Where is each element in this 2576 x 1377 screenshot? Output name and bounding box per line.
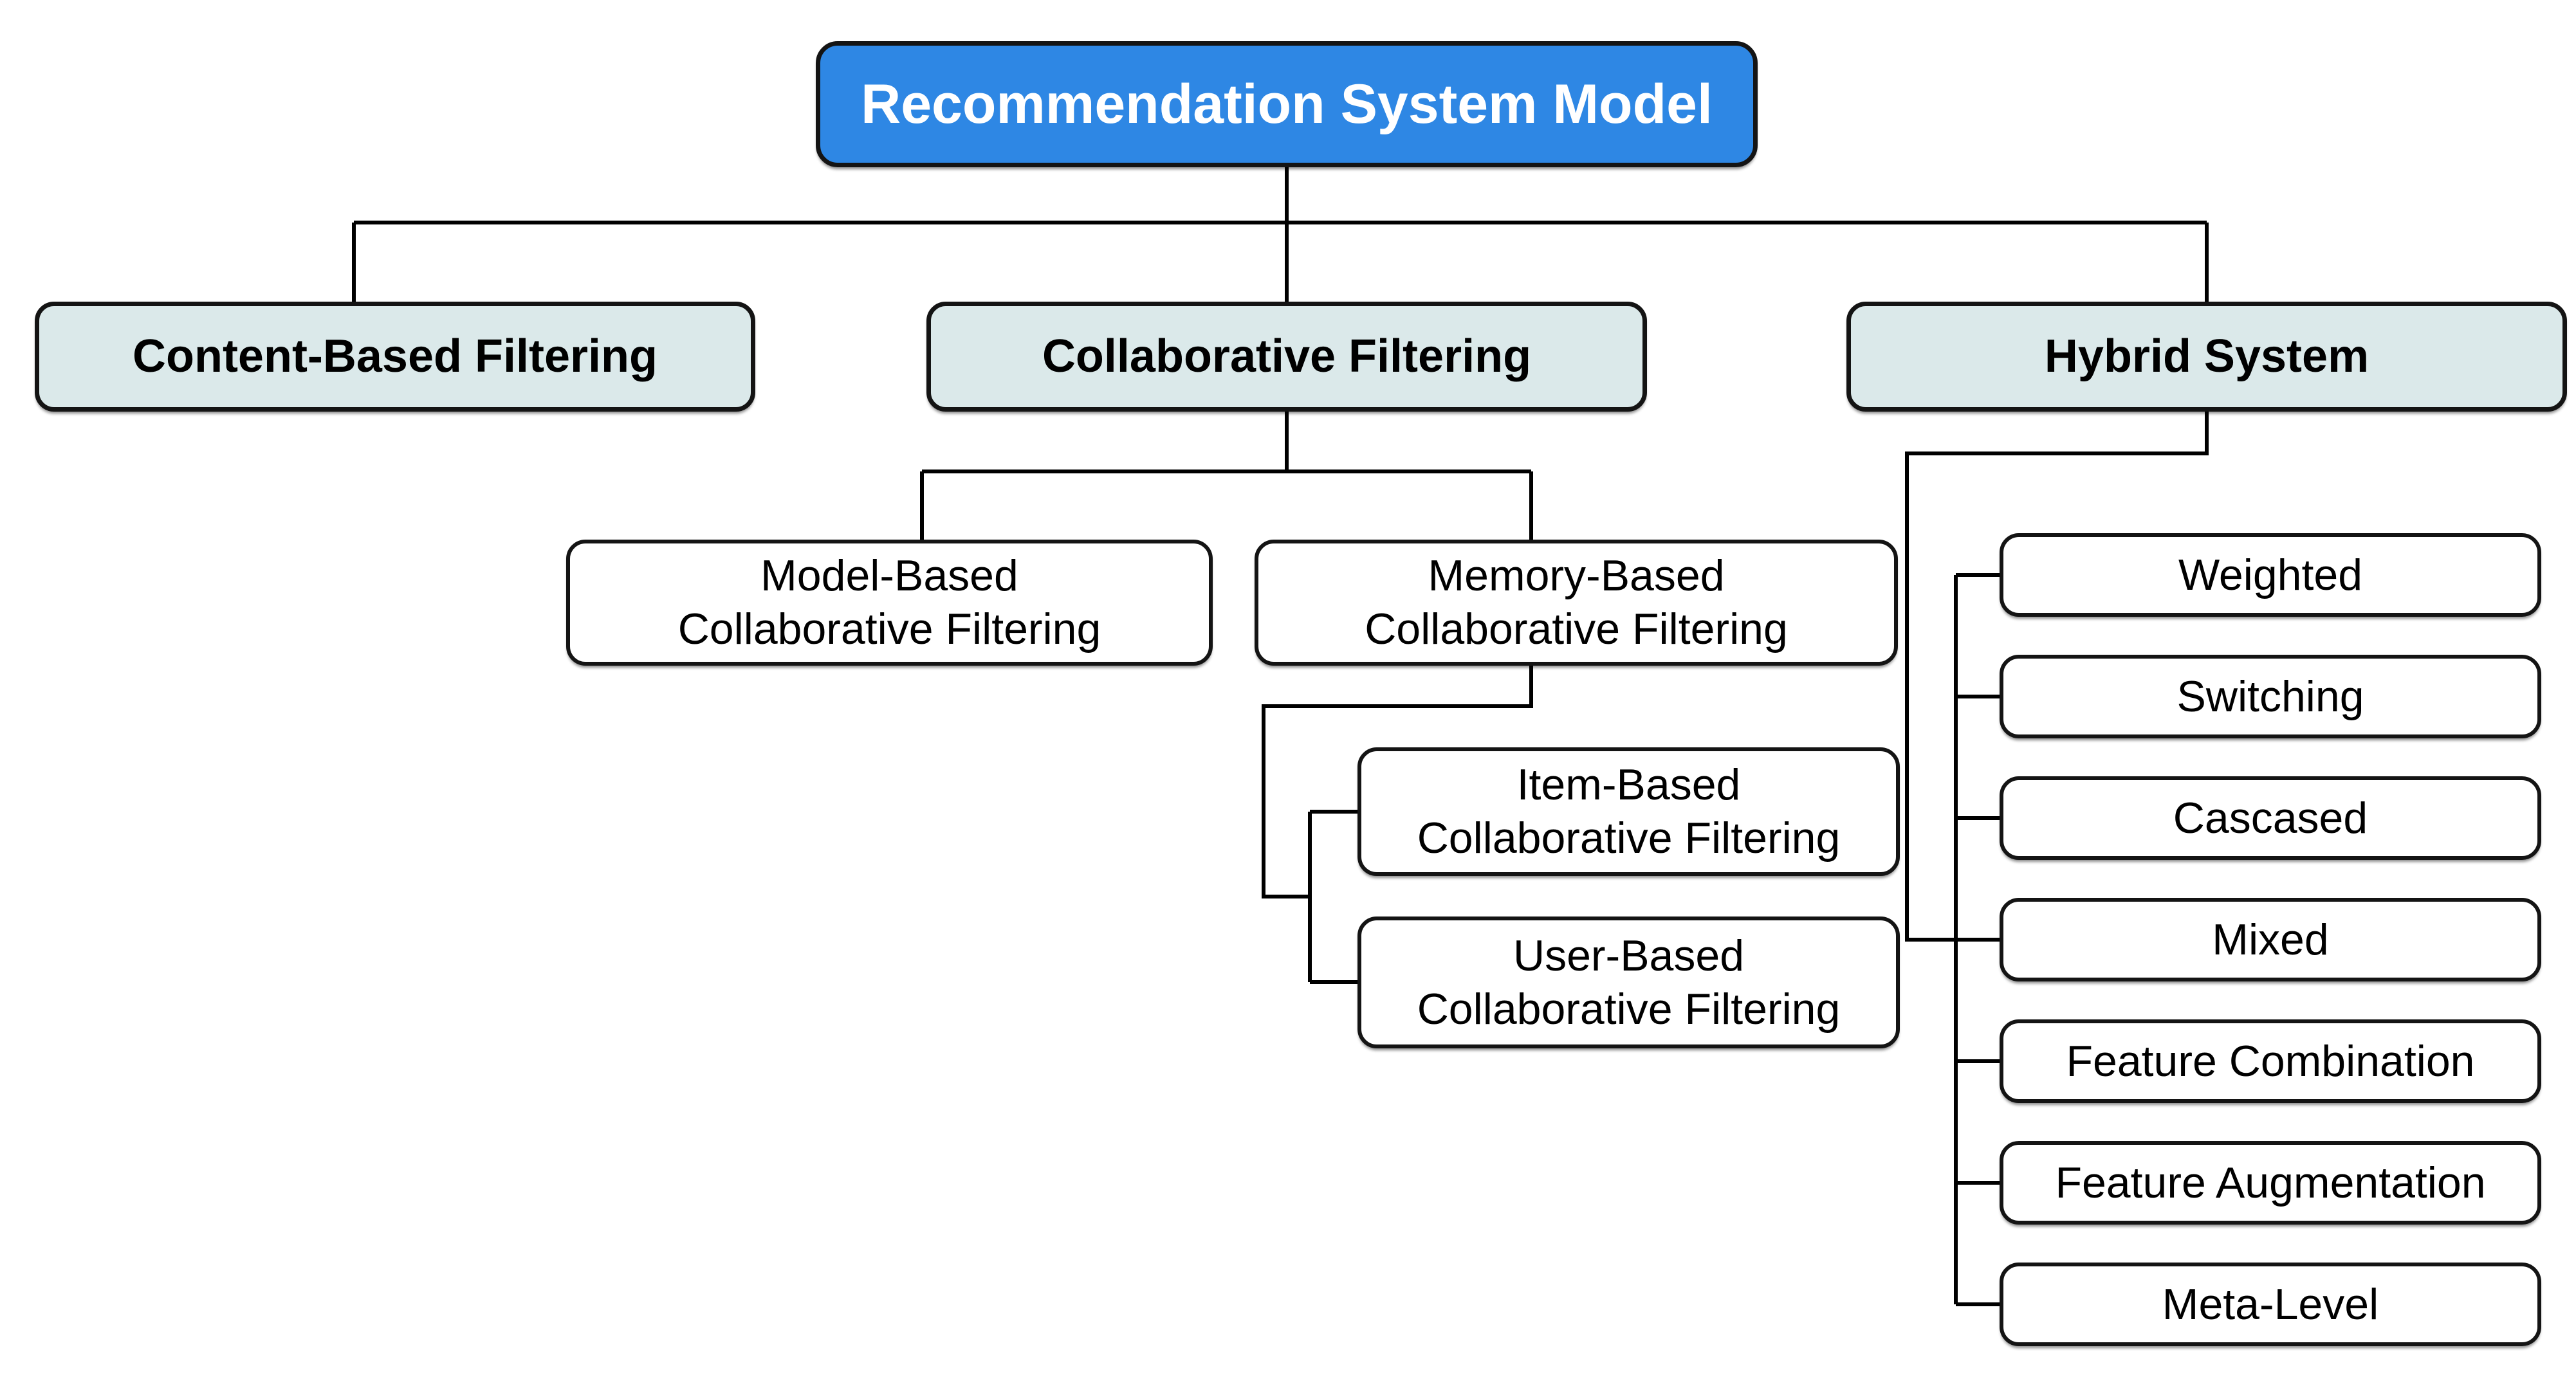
node-label-line2: Collaborative Filtering [1417, 984, 1841, 1034]
node-hybrid-system: Hybrid System [1846, 302, 2567, 412]
node-label: Cascased [2173, 793, 2368, 843]
node-collaborative-filtering: Collaborative Filtering [926, 302, 1647, 412]
node-label-line1: User-Based [1513, 931, 1745, 980]
node-label-line1: Item-Based [1516, 760, 1741, 810]
node-feature-augmentation: Feature Augmentation [2000, 1141, 2541, 1225]
node-label: Feature Combination [2066, 1036, 2475, 1086]
node-feature-combination: Feature Combination [2000, 1019, 2541, 1103]
node-label: Hybrid System [2044, 330, 2369, 382]
node-mixed: Mixed [2000, 898, 2541, 981]
node-label: Feature Augmentation [2055, 1158, 2486, 1207]
node-label-line2: Collaborative Filtering [1417, 814, 1841, 862]
node-label: Meta-Level [2162, 1279, 2379, 1329]
node-item-based-collaborative-filtering: Item-Based Collaborative Filtering [1357, 747, 1900, 876]
node-model-based-collaborative-filtering: Model-Based Collaborative Filtering [566, 540, 1213, 666]
node-meta-level: Meta-Level [2000, 1263, 2541, 1346]
node-label: Switching [2176, 671, 2364, 721]
node-content-based-filtering: Content-Based Filtering [35, 302, 755, 412]
node-label: Recommendation System Model [861, 73, 1713, 135]
node-switching: Switching [2000, 655, 2541, 738]
node-label: Content-Based Filtering [132, 330, 658, 382]
node-label-line1: Memory-Based [1428, 551, 1725, 601]
node-cascased: Cascased [2000, 776, 2541, 860]
node-weighted: Weighted [2000, 533, 2541, 617]
node-user-based-collaborative-filtering: User-Based Collaborative Filtering [1357, 916, 1900, 1048]
connector-hybrid-to-children [1905, 412, 2209, 1306]
connector-memory-to-children [1262, 666, 1533, 984]
node-label: Collaborative Filtering [1042, 330, 1532, 382]
node-recommendation-system-model: Recommendation System Model [816, 41, 1758, 167]
node-memory-based-collaborative-filtering: Memory-Based Collaborative Filtering [1255, 540, 1898, 666]
node-label-line1: Model-Based [760, 551, 1018, 601]
connector-collaborative-to-children [920, 412, 1533, 540]
node-label-line2: Collaborative Filtering [677, 605, 1101, 653]
connector-root-to-branches [352, 167, 2209, 302]
node-label: Mixed [2212, 915, 2329, 964]
node-label: Weighted [2178, 550, 2363, 599]
node-label-line2: Collaborative Filtering [1365, 605, 1788, 653]
